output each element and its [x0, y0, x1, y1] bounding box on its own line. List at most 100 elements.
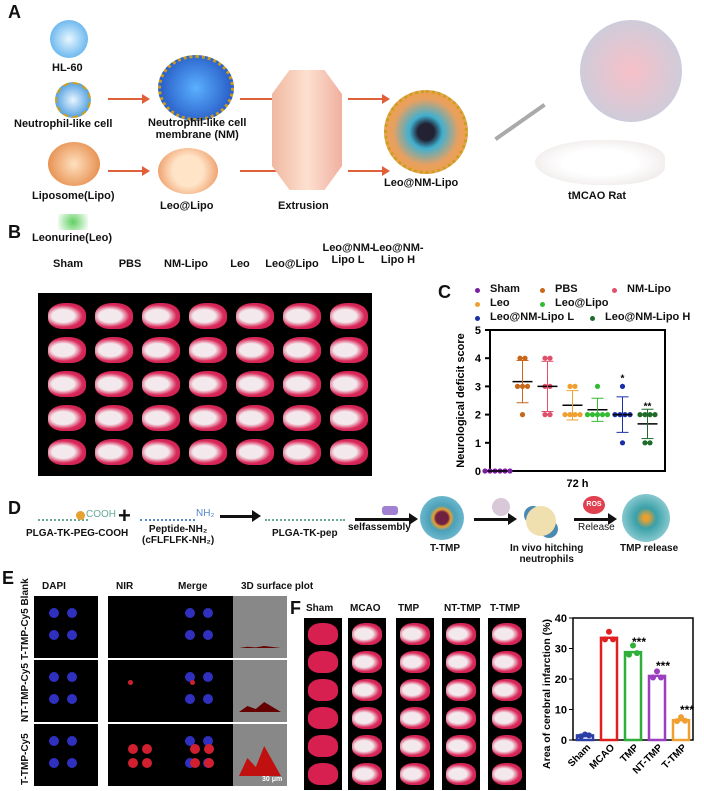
brain-slice-column — [348, 618, 386, 790]
y-axis-label: Neurological deficit score — [455, 333, 467, 467]
t-tmp-nanoparticle-illustration — [420, 496, 464, 540]
panel-b-column-label: Leo@NM- Lipo H — [372, 242, 424, 266]
brain-slice — [95, 303, 133, 329]
nucleus — [67, 630, 77, 640]
y-axis-label: Area of cerebral infarction (%) — [541, 619, 553, 769]
bar — [671, 718, 691, 742]
plot-frame — [489, 329, 666, 472]
data-point — [619, 440, 626, 446]
brain-slice — [142, 405, 180, 431]
nucleus — [203, 672, 213, 682]
leonurine-label: Leonurine(Leo) — [32, 232, 113, 244]
x-tick-label: T-TMP — [660, 742, 689, 771]
data-point — [594, 383, 601, 389]
significance-label: *** — [656, 659, 670, 673]
brain-slice — [446, 707, 476, 729]
brain-slice-column — [396, 618, 434, 790]
drug-capsule-icon — [382, 506, 398, 515]
brain-slice — [492, 763, 522, 785]
legend-marker-icon — [540, 302, 545, 307]
nucleus — [185, 736, 195, 746]
brain-slice — [236, 337, 274, 363]
hitching-neutrophil-illustration — [526, 506, 556, 536]
data-point — [630, 642, 636, 649]
brain-slice — [189, 337, 227, 363]
brain-slice — [95, 371, 133, 397]
brain-slice — [142, 439, 180, 465]
brain-slice — [400, 651, 430, 673]
leonurine-illustration — [58, 214, 88, 230]
data-point — [584, 412, 591, 418]
y-tick-label: 3 — [475, 381, 481, 393]
nir-signal — [190, 758, 200, 768]
data-point — [577, 412, 583, 418]
hl60-cell-illustration — [50, 20, 88, 58]
y-tick-label: 30 — [555, 644, 567, 656]
brain-slice — [308, 623, 338, 645]
surface-peak — [239, 702, 281, 712]
panel-f-column-label: NT-TMP — [444, 603, 482, 614]
panel-b-column-label: Leo — [230, 258, 250, 270]
brain-slice — [330, 439, 368, 465]
brain-slice — [330, 405, 368, 431]
brain-slice — [446, 679, 476, 701]
row-label-middle: NT-TMP-Cy5 — [20, 663, 31, 722]
rat-illustration — [535, 140, 665, 185]
3d-surface-plot — [233, 660, 287, 722]
legend-label: Leo@NM-Lipo L — [490, 311, 575, 323]
hitching-label-line1: In vivo hitching — [510, 543, 584, 554]
data-point — [602, 636, 608, 643]
brain-slice — [492, 651, 522, 673]
data-point — [542, 412, 548, 418]
arrow-icon — [108, 166, 150, 176]
brain-slice — [48, 439, 86, 465]
brain-slice — [48, 405, 86, 431]
arrow-icon — [108, 94, 150, 104]
data-point — [610, 636, 616, 643]
panel-f-column-label: MCAO — [350, 603, 381, 614]
scale-bar-label: 30 μm — [262, 776, 283, 783]
extrusion-label: Extrusion — [278, 200, 329, 212]
brain-slice — [283, 371, 321, 397]
ros-badge: ROS — [583, 496, 605, 514]
plga-tk-pep-chain-icon — [265, 513, 345, 521]
panel-f-column-label: T-TMP — [490, 603, 520, 614]
nucleus — [49, 672, 59, 682]
legend-marker-icon — [540, 288, 545, 293]
data-point — [674, 718, 680, 725]
bar — [623, 650, 643, 742]
nm-label-line1: Neutrophil-like cell — [148, 117, 247, 129]
nh2-label: NH₂ — [196, 508, 215, 519]
row-label-bottom: T-TMP-Cy5 — [20, 733, 31, 785]
data-point — [652, 412, 658, 418]
panel-f-column-label: TMP — [398, 603, 420, 614]
brain-slice — [308, 735, 338, 757]
liposome-illustration — [48, 142, 100, 186]
y-tick-label: 20 — [555, 674, 567, 686]
fluorescence-image — [170, 596, 234, 658]
panel-b-column-label: Leo@NM- Lipo L — [322, 242, 374, 266]
brain-slice — [308, 679, 338, 701]
data-point — [604, 412, 611, 418]
data-point — [562, 412, 568, 418]
nucleus — [49, 694, 59, 704]
leo-nm-lipo-label: Leo@NM-Lipo — [384, 177, 459, 189]
brain-slice-column — [488, 618, 526, 790]
brain-slice — [492, 735, 522, 757]
brain-slice — [352, 735, 382, 757]
y-tick-label: 1 — [475, 438, 481, 450]
fluorescence-image — [108, 660, 172, 722]
rat-label: tMCAO Rat — [568, 190, 627, 202]
surface-peak — [239, 646, 281, 648]
brain-slice — [400, 763, 430, 785]
panel-b-column-label: Sham — [53, 258, 83, 270]
brain-slice — [308, 707, 338, 729]
panel-e-column-label: DAPI — [42, 581, 66, 592]
neutrophil-like-cell-label: Neutrophil-like cell — [14, 118, 113, 130]
brain-slice — [189, 439, 227, 465]
neutrophil-like-cell-illustration — [55, 82, 91, 118]
panel-a-label: A — [8, 2, 21, 22]
nucleus — [185, 672, 195, 682]
